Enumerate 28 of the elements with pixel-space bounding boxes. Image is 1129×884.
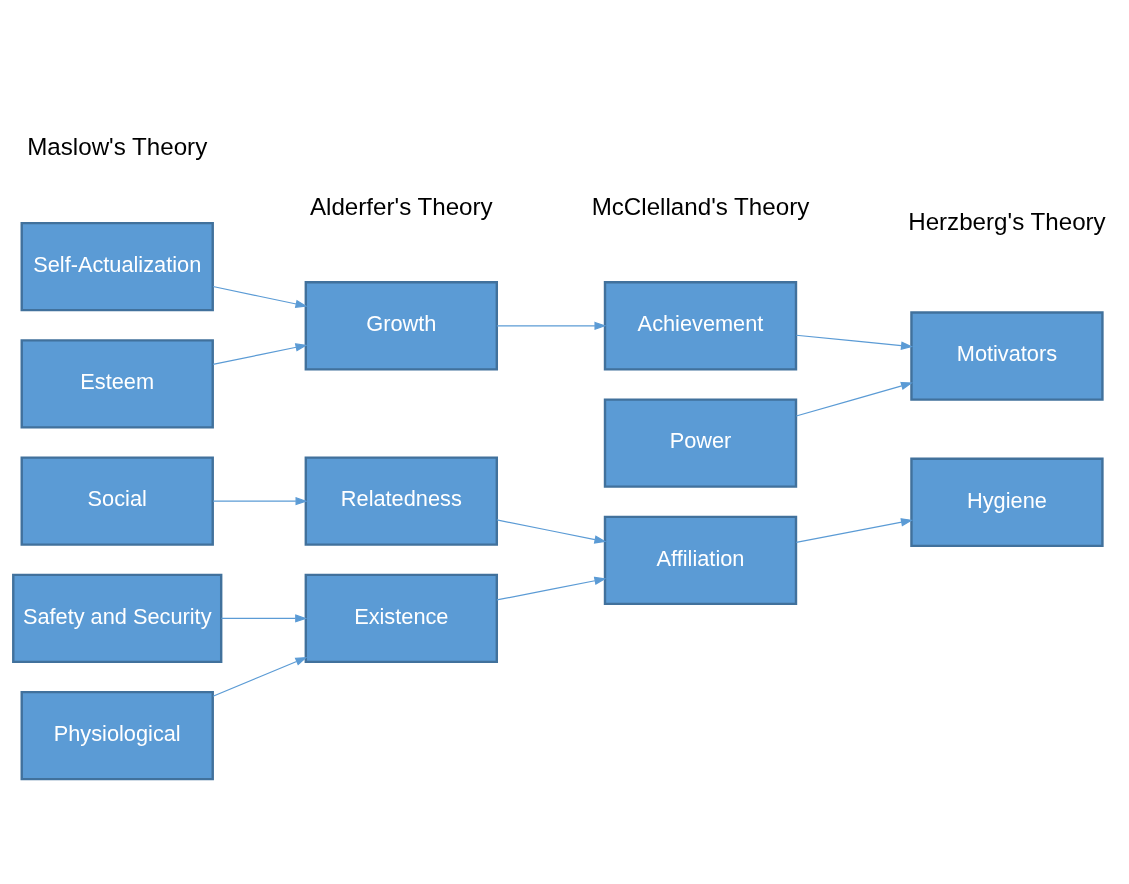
- label: Maslow's Theory: [27, 132, 208, 160]
- node-box: Motivators: [910, 310, 1104, 401]
- arrow: [496, 518, 607, 544]
- arrow: [496, 576, 607, 601]
- node-box: Esteem: [20, 338, 214, 429]
- node-box: Existence: [304, 573, 498, 663]
- node-box: Hygiene: [910, 457, 1104, 547]
- arrow: [212, 342, 308, 365]
- node-box: Growth: [304, 280, 498, 371]
- arrow: [496, 321, 607, 330]
- node-box: Social: [20, 455, 214, 546]
- arrow: [795, 334, 914, 350]
- arrow: [220, 613, 308, 623]
- node-box: Safety and Security: [12, 573, 223, 663]
- arrow: [212, 656, 308, 697]
- label: McClelland's Theory: [591, 192, 810, 220]
- node-box: Self-Actualization: [20, 221, 214, 311]
- node-box: Relatedness: [304, 455, 498, 546]
- label: Alderfer's Theory: [309, 192, 493, 220]
- node-box: Affiliation: [603, 515, 798, 605]
- label: Herzberg's Theory: [908, 207, 1106, 235]
- arrow: [795, 517, 914, 543]
- arrow: [795, 381, 914, 417]
- node-box: Achievement: [603, 280, 798, 371]
- arrow: [212, 285, 308, 308]
- node-box: Power: [603, 397, 798, 488]
- node-box: Physiological: [20, 690, 214, 780]
- arrow: [212, 496, 308, 505]
